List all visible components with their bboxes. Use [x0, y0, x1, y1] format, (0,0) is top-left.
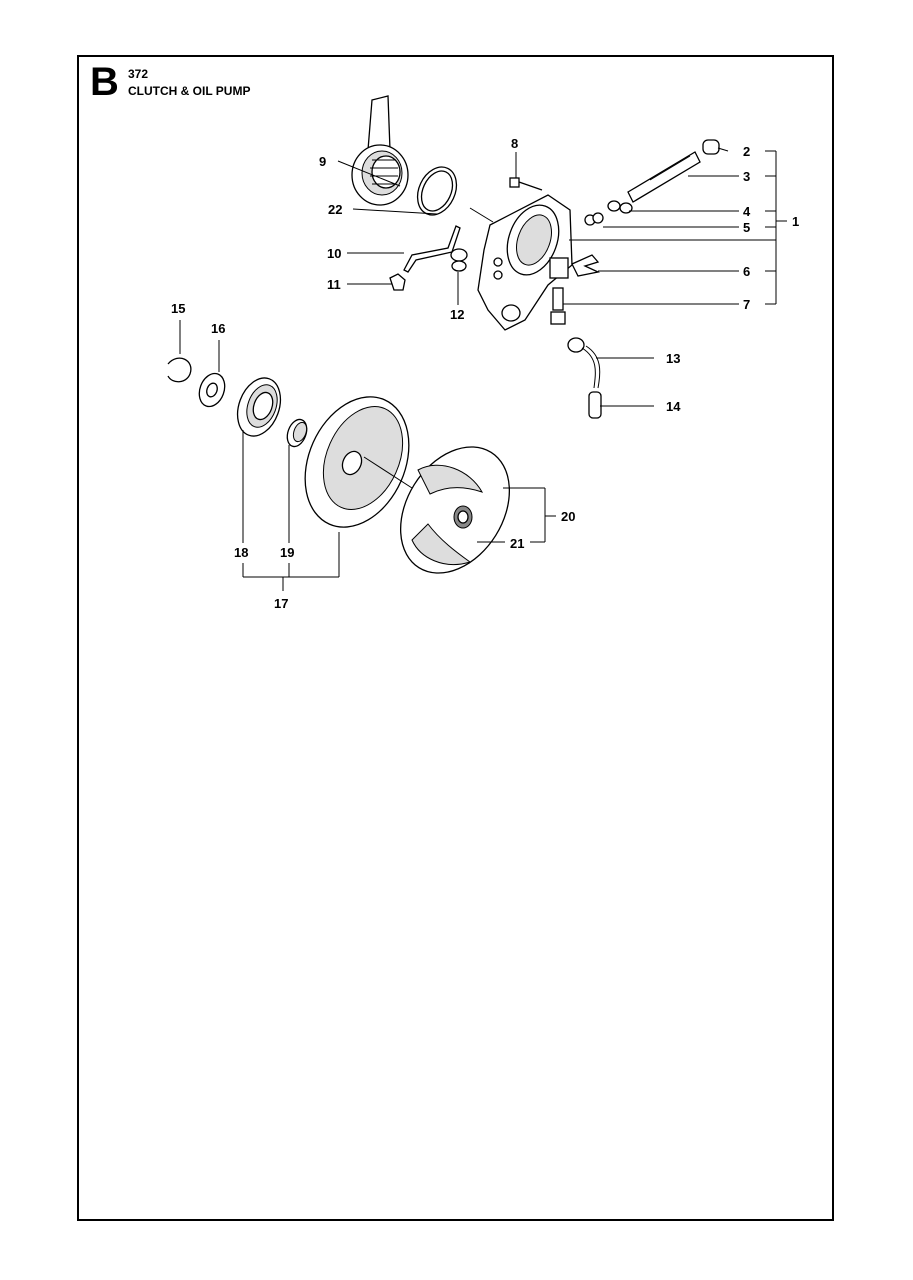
nipple-part	[450, 248, 468, 272]
callout-18: 18	[234, 545, 248, 560]
callout-12: 12	[450, 307, 464, 322]
washer-part	[198, 372, 226, 408]
callout-4: 4	[743, 204, 751, 219]
callout-21: 21	[510, 536, 524, 551]
callout-8: 8	[511, 136, 518, 151]
clutch-drum-part	[304, 396, 410, 528]
adjusting-screw-part	[550, 287, 566, 325]
circlip-part	[167, 357, 192, 383]
callout-10: 10	[327, 246, 341, 261]
callout-14: 14	[666, 399, 681, 414]
callout-7: 7	[743, 297, 750, 312]
callout-5: 5	[743, 220, 750, 235]
oil-pipe-part	[403, 225, 461, 273]
model-number: 372	[128, 67, 149, 81]
oil-pump-housing-part	[477, 194, 573, 331]
callout-22: 22	[328, 202, 342, 217]
leader-lines	[179, 147, 787, 591]
page-frame	[77, 55, 834, 1221]
callout-17: 17	[274, 596, 288, 611]
rim-sprocket-part	[236, 377, 282, 437]
callout-16: 16	[211, 321, 225, 336]
callout-20: 20	[561, 509, 575, 524]
callout-15: 15	[171, 301, 185, 316]
diagram-title: CLUTCH & OIL PUMP	[128, 84, 251, 98]
callout-1: 1	[792, 214, 799, 229]
oil-filter-part	[588, 391, 602, 419]
sealing-ring-part	[416, 166, 458, 216]
nut-part	[389, 273, 406, 291]
callout-2: 2	[743, 144, 750, 159]
oil-hose-part	[567, 337, 601, 389]
callout-13: 13	[666, 351, 680, 366]
oil-cap-part	[351, 95, 409, 206]
callout-11: 11	[327, 277, 341, 292]
callout-6: 6	[743, 264, 750, 279]
callout-3: 3	[743, 169, 750, 184]
section-letter: B	[90, 60, 119, 104]
screw-part	[509, 177, 543, 191]
pump-shaft-part	[571, 139, 720, 277]
callout-9: 9	[319, 154, 326, 169]
needle-bearing-part	[286, 418, 308, 448]
callout-19: 19	[280, 545, 294, 560]
